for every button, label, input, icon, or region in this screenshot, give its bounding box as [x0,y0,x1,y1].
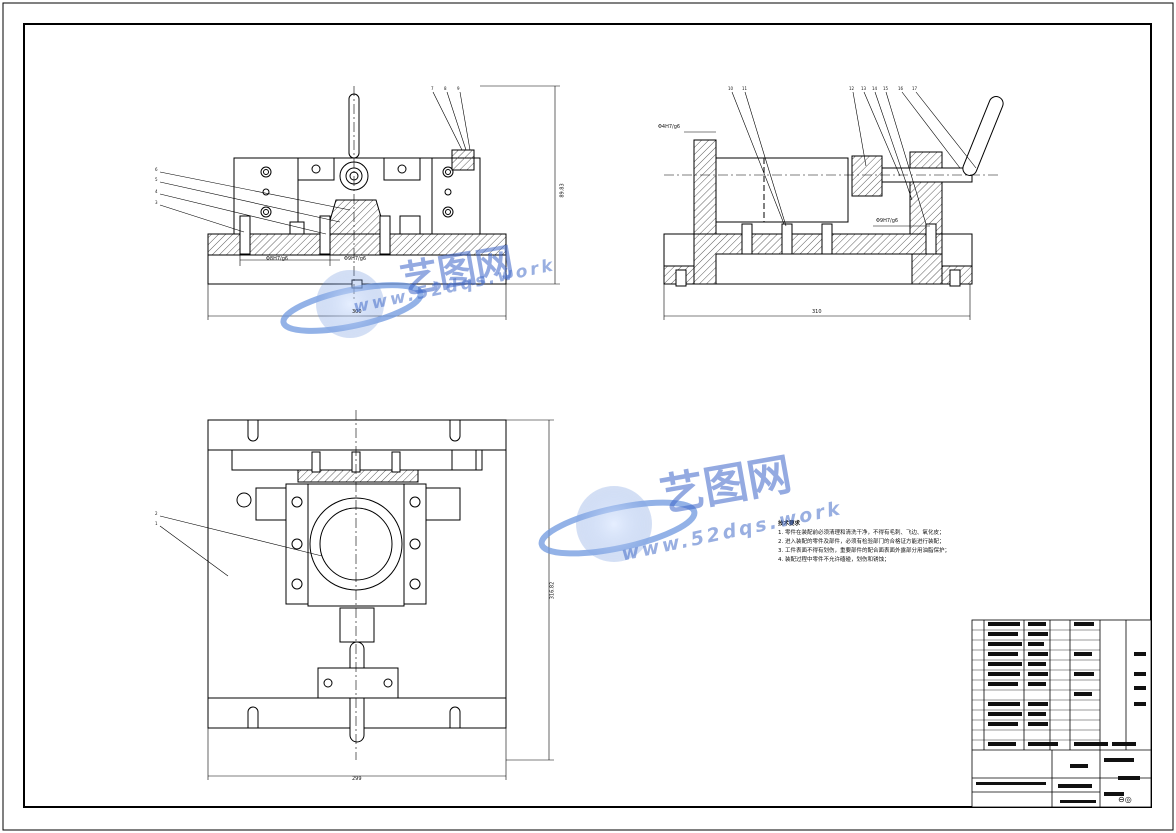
projection-symbol: ⊖◎ [1118,795,1132,804]
balloon-9: 9 [457,86,460,91]
plan-width-dim: 299 [352,776,362,782]
side-fit-top-dim: Φ4H7/g6 [658,124,681,130]
note-item: 3. 工件表面不得有划伤，重要部件的配合面表面外露部分用油脂保护； [778,548,950,554]
watermark-logo-1 [280,270,424,338]
notes-title: 技术要求 [778,521,801,527]
balloon-2: 2 [155,511,158,516]
note-item: 2. 进入装配的零件及部件，必须有检验部门的合格证方能进行装配； [778,539,945,545]
note-item: 4. 装配过程中零件不允许磕碰，划伤和锈蚀； [778,557,890,563]
front-view [207,86,507,300]
plan-height-dim: 316.82 [549,581,556,600]
front-dim-lines [159,85,560,320]
balloon-1: 1 [155,521,158,526]
balloon-11: 11 [742,86,748,91]
balloon-10: 10 [728,86,734,91]
side-width-dim: 310 [812,309,822,315]
balloon-6: 6 [155,167,158,172]
balloon-12: 12 [849,86,855,91]
note-item: 1. 零件在装配前必须清理和清洗干净，不得有毛刺、飞边、氧化皮； [778,530,945,536]
balloon-17: 17 [912,86,918,91]
front-fit-right-dim: Φ9H7/g6 [344,256,367,262]
front-height-dim: 89.83 [559,183,566,198]
balloon-13: 13 [861,86,867,91]
plan-dim-lines [159,419,554,780]
balloon-14: 14 [872,86,878,91]
side-view [663,96,1004,287]
title-block-fills [976,622,1146,803]
watermark-logo-2 [538,486,698,562]
balloon-5: 5 [155,177,158,182]
side-dim-lines [663,91,977,320]
plan-view [207,410,507,760]
balloon-7: 7 [431,86,434,91]
inner-border [23,23,1152,808]
front-fit-left-dim: Φ8H7/g6 [266,256,289,262]
balloon-15: 15 [883,86,889,91]
balloon-8: 8 [444,86,447,91]
balloon-16: 16 [898,86,904,91]
technical-requirements: 技术要求 1. 零件在装配前必须清理和清洗干净，不得有毛刺、飞边、氧化皮； 2.… [778,520,950,565]
side-fit-mid-dim: Φ9H7/g6 [876,218,899,224]
balloon-4: 4 [155,189,158,194]
balloon-3: 3 [155,200,158,205]
front-width-dim: 300 [352,309,362,315]
title-block-rows [972,629,1100,741]
